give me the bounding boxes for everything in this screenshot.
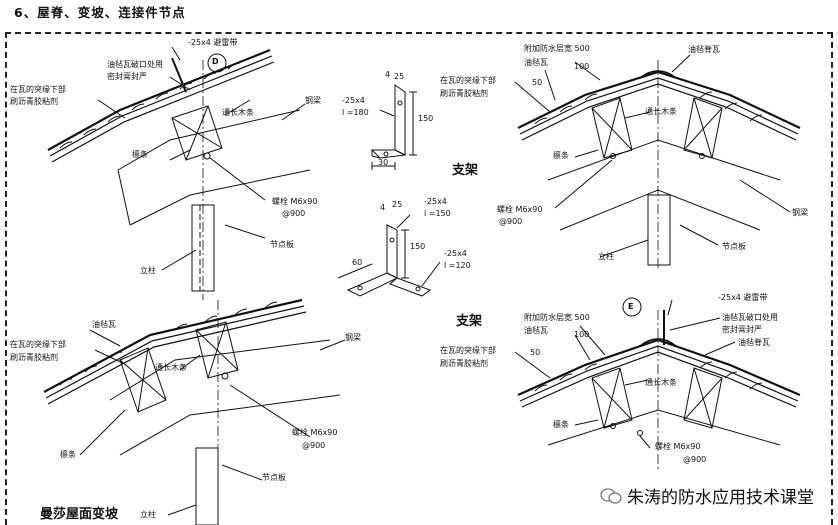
bl-caption: 曼莎屋面变坡 [40,507,119,522]
tr-node-plate-label: 节点板 [722,242,746,251]
tl-tile-edge-2: 刷沥青胶粘剂 [10,97,58,106]
brr-tile-edge-2: 刷沥青胶粘剂 [440,359,488,368]
tr-extra-layer: 附加防水层宽 500 [524,44,590,53]
br2-dim-4: 4 [380,203,386,212]
brr-dim-100: 100 [574,330,590,339]
bl-felt-tile: 油毡瓦 [92,320,116,329]
brr-felt-break-2: 密封膏封严 [722,325,762,334]
br1-spec-1: -25x4 [342,96,365,105]
tl-felt-break-1: 油毡瓦破口处用 [107,60,163,69]
brr-purlin-label: 檩条 [553,420,569,429]
bl-bolt-1: 螺栓 M6x90 [292,428,338,437]
top-right-detail [514,54,801,270]
brr-felt-tile: 油毡瓦 [524,326,548,335]
br2-spec-3: -25x4 [444,249,467,258]
watermark: 朱涛的防水应用技术课堂 [596,482,818,509]
bottom-left-detail [43,298,346,525]
tr-timber-label: 通长木条 [645,107,677,116]
tr-dim-100: 100 [574,62,590,71]
drawing-frame [5,32,833,525]
tr-dim-50: 50 [532,78,543,87]
brr-bolt-2: @900 [683,455,707,464]
br2-dim-150: 150 [410,242,426,251]
tl-marker-label: D [212,57,219,66]
bl-tile-edge-2: 刷沥青胶粘剂 [10,353,58,362]
tl-timber-label: 通长木条 [222,108,254,117]
bl-bolt-2: @900 [302,441,326,450]
tl-felt-break-2: 密封膏封严 [107,72,147,81]
watermark-text: 朱涛的防水应用技术课堂 [627,488,814,508]
tr-bolt-1: 螺栓 M6x90 [497,205,543,214]
tl-bolt-1: 螺栓 M6x90 [272,197,318,206]
section-title: 6、屋脊、变坡、连接件节点 [14,5,186,20]
brr-ridge-tile: 油毡脊瓦 [738,338,770,347]
br2-spec-2: l =150 [424,209,451,218]
brr-marker-label: E [628,302,634,311]
tl-steel-beam-label: 钢梁 [305,96,321,105]
br2-spec-1: -25x4 [424,197,447,206]
tr-tile-edge-1: 在瓦的突缘下部 [440,76,496,85]
bl-timber-label: 通长木条 [155,363,187,372]
tr-bolt-2: @900 [499,217,523,226]
bl-purlin-label: 檩条 [60,450,76,459]
bracket-title-2: 支架 [456,314,483,329]
bl-tile-edge-1: 在瓦的突缘下部 [10,340,66,349]
tl-tile-edge-1: 在瓦的突缘下部 [10,85,66,94]
brr-tile-edge-1: 在瓦的突缘下部 [440,346,496,355]
bracket-title: 支架 [452,163,479,178]
tl-flat-bar-label: -25x4 避雷带 [188,38,238,47]
br1-dim-150: 150 [418,114,434,123]
brr-felt-break-1: 油毡瓦破口处用 [722,313,778,322]
tr-tile-edge-2: 刷沥青胶粘剂 [440,89,488,98]
br1-spec-2: l =180 [342,108,369,117]
tr-steel-beam-label: 钢梁 [792,208,808,217]
tl-node-plate-label: 节点板 [270,240,294,249]
brr-dim-50: 50 [530,348,541,357]
br1-dim-25: 25 [394,72,405,81]
brr-extra-layer: 附加防水层宽 500 [524,313,590,322]
bl-node-plate-label: 节点板 [262,473,286,482]
bl-column-label: 立柱 [140,510,156,519]
bracket-details [337,84,441,297]
br2-spec-4: l =120 [444,261,471,270]
tr-purlin-label: 檩条 [553,151,569,160]
tr-column-label: 立柱 [598,252,614,261]
tl-bolt-2: @900 [282,209,306,218]
tr-ridge-tile: 油毡脊瓦 [688,45,720,54]
brr-timber-label: 通长木条 [645,378,677,387]
br2-dim-25: 25 [392,200,403,209]
bl-steel-beam-label: 钢梁 [345,333,361,342]
chat-logo-icon [600,487,622,504]
brr-bolt-1: 螺栓 M6x90 [655,442,701,451]
brr-flat-bar-label: -25x4 避雷带 [718,293,768,302]
br2-dim-60: 60 [352,258,363,267]
top-left-detail [47,46,311,300]
tr-felt-tile: 油毡瓦 [524,58,548,67]
br1-dim-4: 4 [385,70,391,79]
tl-purlin-label: 檩条 [132,150,148,159]
bottom-right-detail [514,297,801,470]
tl-column-label: 立柱 [140,266,156,275]
br1-dim-30: 30 [378,158,389,167]
